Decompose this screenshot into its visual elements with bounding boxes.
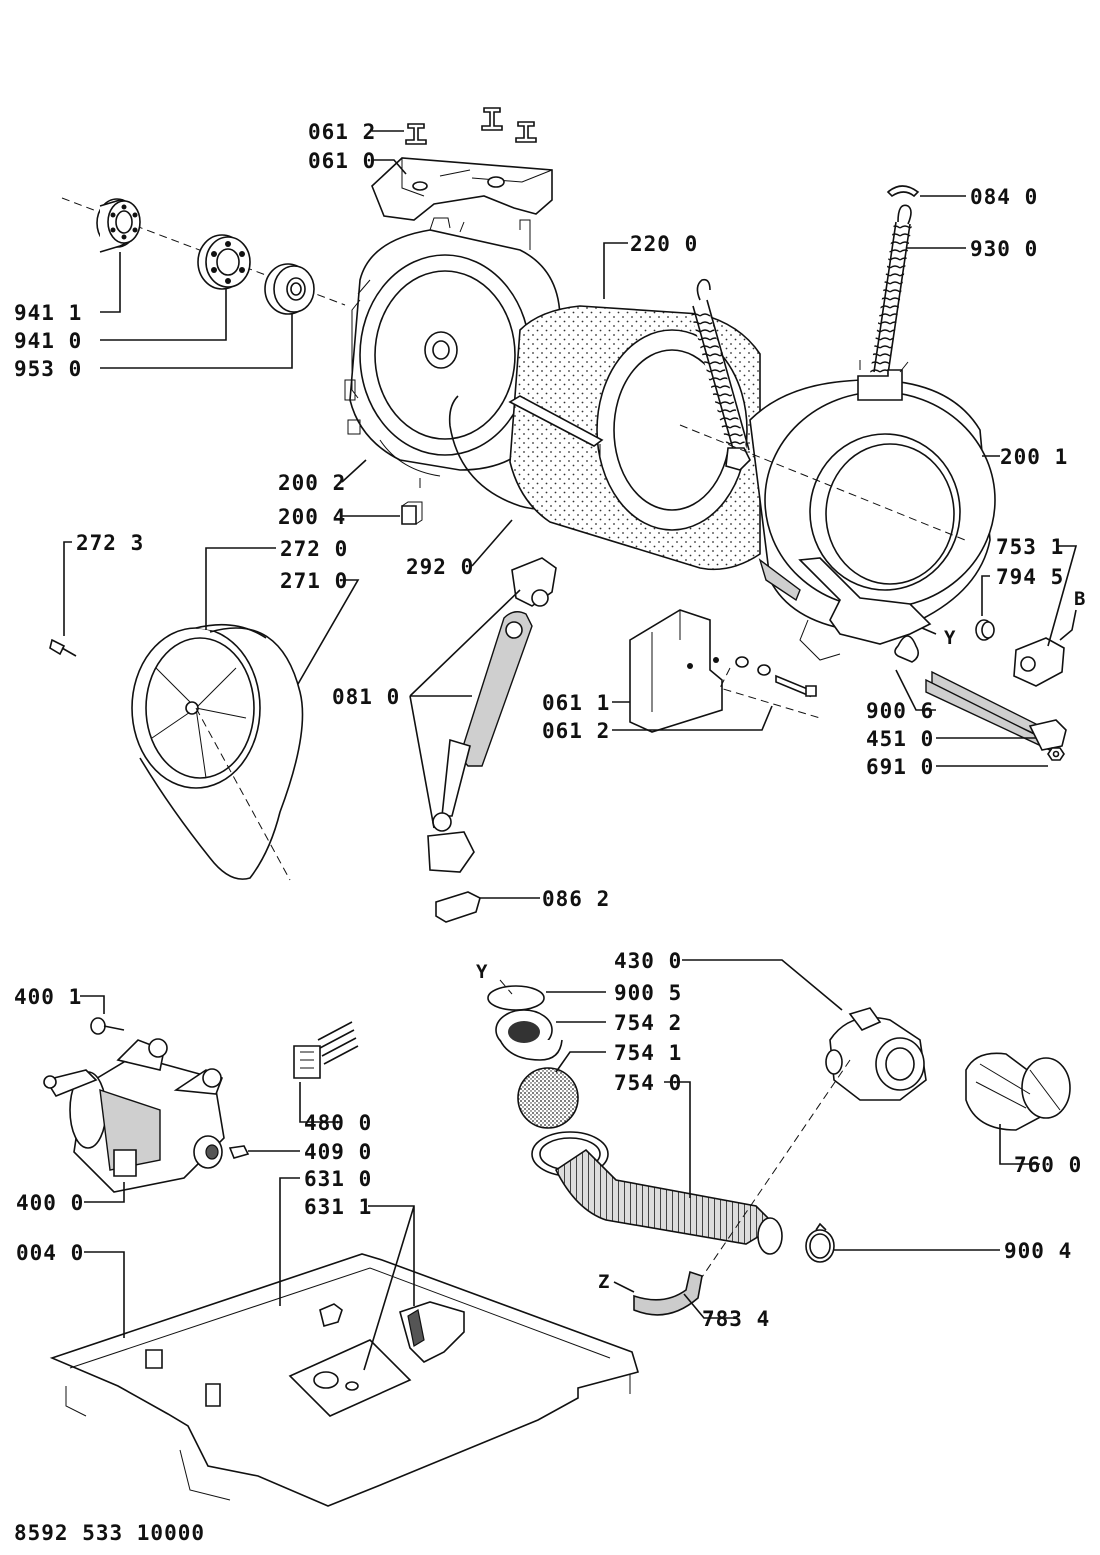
label-900-4: 900 4 [1004, 1239, 1072, 1263]
pump-axis [699, 1059, 851, 1281]
label-754-2: 754 2 [614, 1011, 682, 1035]
hose-754-0 [531, 1131, 783, 1255]
foot-086-2 [435, 891, 481, 923]
filter-760-0 [965, 1052, 1071, 1131]
label-086-2: 086 2 [542, 887, 610, 911]
part-labels: 061 2 061 0 941 1 941 0 953 0 220 0 084 … [14, 120, 1085, 1545]
label-061-1: 061 1 [542, 691, 610, 715]
bracket-631-0 [319, 1303, 343, 1327]
label-271-0: 271 0 [280, 569, 348, 593]
counterweight-061-0 [371, 157, 553, 221]
label-letter-y-top: Y [944, 627, 956, 649]
label-292-0: 292 0 [406, 555, 474, 579]
label-409-0: 409 0 [304, 1140, 372, 1164]
label-220-0: 220 0 [630, 232, 698, 256]
nut-691-0 [1047, 747, 1065, 761]
pulley-272-0 [131, 623, 267, 789]
spring-930-0-left [691, 278, 751, 471]
ball-754-1 [517, 1067, 579, 1129]
label-451-0: 451 0 [866, 727, 934, 751]
label-061-2-top: 061 2 [308, 120, 376, 144]
motor-400-0 [43, 1038, 225, 1193]
label-400-0: 400 0 [16, 1191, 84, 1215]
base-plate-004-0 [49, 1253, 640, 1507]
bracket-061-2-parts [405, 107, 537, 145]
label-081-0: 081 0 [332, 685, 400, 709]
clip-200-4 [401, 501, 423, 525]
bearing-941-1 [96, 198, 141, 253]
label-letter-z: Z [598, 1271, 609, 1293]
rear-tub-200-2 [344, 217, 561, 488]
label-754-1: 754 1 [614, 1041, 682, 1065]
label-941-1: 941 1 [14, 301, 82, 325]
drawing-number: 8592 533 10000 [14, 1521, 205, 1545]
label-letter-y-bottom: Y [476, 961, 488, 983]
label-272-3: 272 3 [76, 531, 144, 555]
clamp-900-4 [805, 1222, 835, 1263]
brush-409-0 [228, 1145, 250, 1159]
bolt-061-2 [719, 656, 821, 719]
label-200-2: 200 2 [278, 471, 346, 495]
bearing-941-0 [197, 234, 251, 290]
screw-272-3 [49, 638, 77, 657]
label-783-4: 783 4 [702, 1307, 770, 1331]
label-953-0: 953 0 [14, 357, 82, 381]
label-400-1: 400 1 [14, 985, 82, 1009]
spring-930-0-right [870, 204, 912, 376]
motor-part-400-1 [90, 1017, 125, 1035]
label-letter-b: B [1074, 588, 1085, 610]
shock-absorber-081-0 [427, 557, 557, 873]
label-061-2-mid: 061 2 [542, 719, 610, 743]
label-760-0: 760 0 [1014, 1153, 1082, 1177]
label-753-1: 753 1 [996, 535, 1064, 559]
label-061-0: 061 0 [308, 149, 376, 173]
label-941-0: 941 0 [14, 329, 82, 353]
belt-271-0 [139, 627, 304, 880]
leader-lines [63, 130, 1078, 1371]
label-200-4: 200 4 [278, 505, 346, 529]
pulley-axis [195, 707, 291, 881]
label-754-0: 754 0 [614, 1071, 682, 1095]
ring-900-5 [487, 985, 545, 1011]
seal-953-0 [264, 263, 315, 315]
label-900-6: 900 6 [866, 699, 934, 723]
sensor-753-1 [1013, 609, 1077, 687]
label-272-0: 272 0 [280, 537, 348, 561]
seal-754-2 [495, 1009, 563, 1061]
hose-783-4 [633, 1270, 703, 1316]
label-480-0: 480 0 [304, 1111, 372, 1135]
clip-084-0 [886, 185, 920, 198]
drum-220-0 [508, 305, 761, 571]
label-631-0: 631 0 [304, 1167, 372, 1191]
counterweight-061-1 [629, 609, 723, 733]
connector-480-0 [293, 1021, 359, 1079]
label-794-5: 794 5 [996, 565, 1064, 589]
label-631-1: 631 1 [304, 1195, 372, 1219]
front-tub-200-1 [749, 360, 996, 661]
pump-430-0 [825, 1007, 927, 1101]
label-930-0: 930 0 [970, 237, 1038, 261]
label-691-0: 691 0 [866, 755, 934, 779]
grommet-794-5 [975, 619, 995, 641]
label-430-0: 430 0 [614, 949, 682, 973]
label-900-5: 900 5 [614, 981, 682, 1005]
bracket-631-1 [399, 1301, 465, 1363]
heater-451-0 [925, 670, 1067, 754]
clip-900-6 [894, 635, 920, 663]
label-200-1: 200 1 [1000, 445, 1068, 469]
label-004-0: 004 0 [16, 1241, 84, 1265]
label-084-0: 084 0 [970, 185, 1038, 209]
